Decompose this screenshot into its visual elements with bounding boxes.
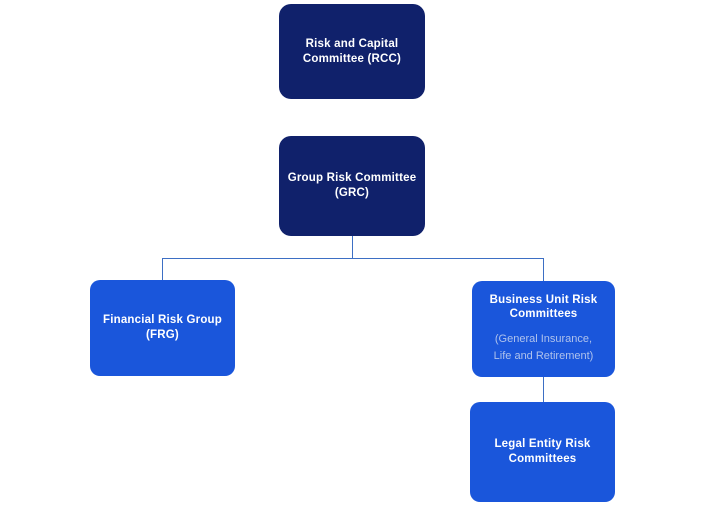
connector-grc-stem — [352, 236, 353, 258]
node-burc[interactable]: Business Unit Risk Committees (General In… — [472, 281, 615, 377]
node-frg[interactable]: Financial Risk Group (FRG) — [90, 280, 235, 376]
node-grc[interactable]: Group Risk Committee (GRC) — [279, 136, 425, 236]
node-rcc-title: Risk and Capital Committee (RCC) — [302, 37, 402, 65]
node-grc-title: Group Risk Committee (GRC) — [287, 172, 417, 199]
connector-grc-bus — [162, 258, 544, 259]
connector-bus-to-burc — [543, 258, 544, 281]
node-lerc[interactable]: Legal Entity Risk Committees — [470, 402, 615, 502]
connector-burc-to-lerc — [543, 377, 544, 402]
connector-bus-to-frg — [162, 258, 163, 280]
node-burc-title: Business Unit Risk Committees — [489, 293, 598, 321]
node-frg-title: Financial Risk Group (FRG) — [102, 314, 223, 341]
node-burc-subtitle: (General Insurance, Life and Retirement) — [493, 333, 594, 363]
node-rcc[interactable]: Risk and Capital Committee (RCC) — [279, 4, 425, 99]
node-lerc-title: Legal Entity Risk Committees — [494, 438, 591, 465]
